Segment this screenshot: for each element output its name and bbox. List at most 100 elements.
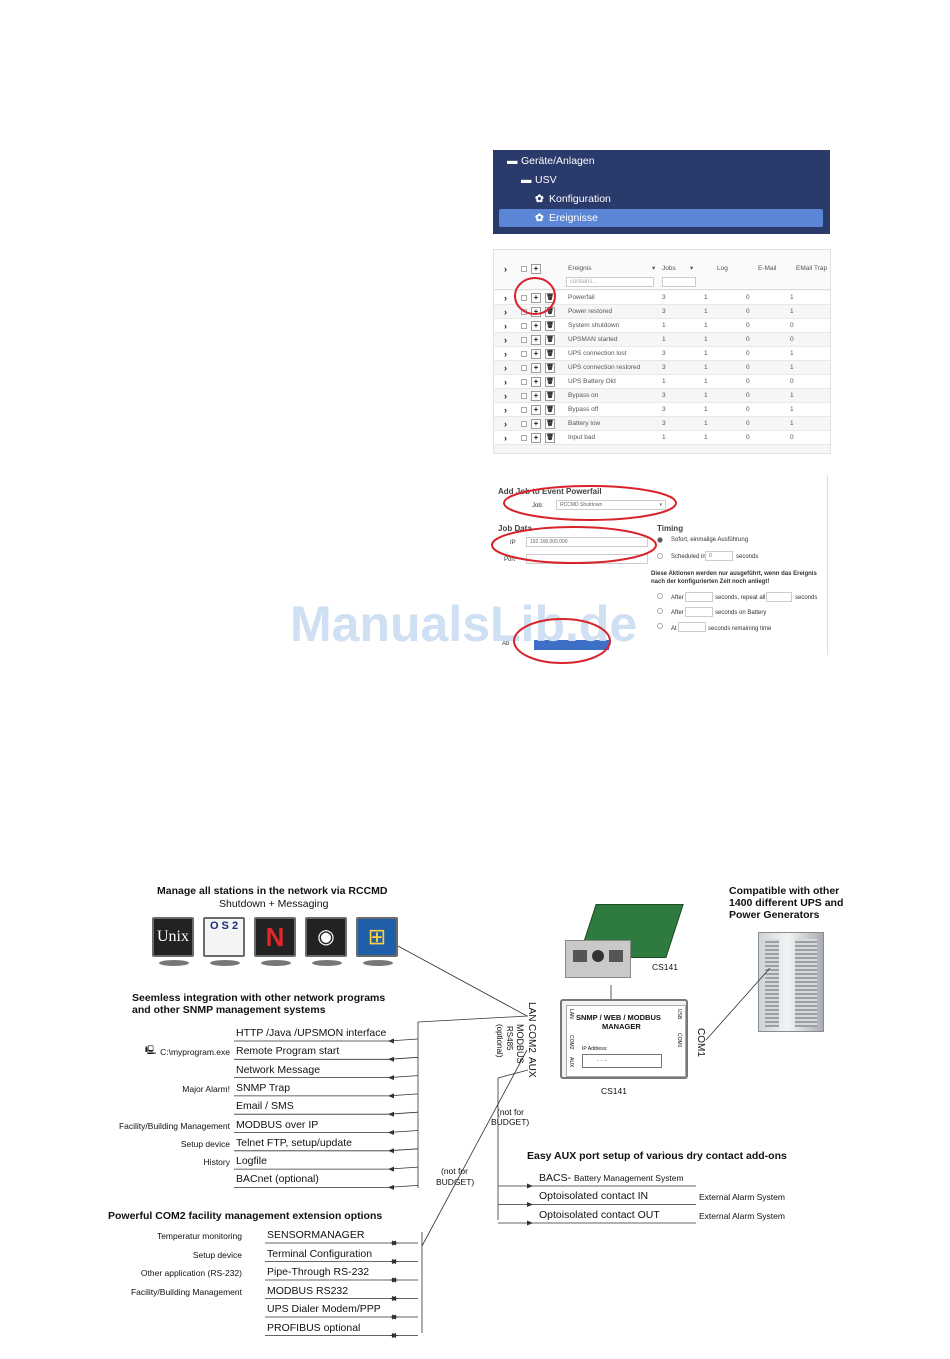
add-job-button[interactable]: + <box>531 307 541 317</box>
trash-icon[interactable]: 🗑 <box>545 405 555 415</box>
box-port-label: USB <box>676 1009 682 1020</box>
select-all-checkbox[interactable] <box>521 266 527 272</box>
row-checkbox[interactable] <box>521 393 527 399</box>
column-header-email[interactable]: E-Mail <box>758 265 777 272</box>
ip-input[interactable]: 192.168.000.000 <box>526 537 648 547</box>
trash-icon[interactable]: 🗑 <box>545 377 555 387</box>
add-job-button[interactable]: + <box>531 419 541 429</box>
column-header-jobs[interactable]: Jobs <box>662 265 676 272</box>
collapse-icon[interactable]: ▬ <box>521 174 532 186</box>
jobs-filter-input[interactable] <box>662 277 696 287</box>
timing-once-radio[interactable] <box>657 537 663 543</box>
battery-input[interactable] <box>685 607 713 617</box>
expand-row-icon[interactable]: › <box>504 391 507 401</box>
cancel-button[interactable]: Ab <box>502 641 510 647</box>
row-checkbox[interactable] <box>521 435 527 441</box>
integration-title: Seemless integration with other network … <box>132 992 386 1004</box>
save-button[interactable] <box>534 640 609 650</box>
expand-row-icon[interactable]: › <box>504 405 507 415</box>
expand-row-icon[interactable]: › <box>504 419 507 429</box>
sort-icon[interactable]: ▾ <box>690 265 694 272</box>
monitor-stand <box>312 960 342 966</box>
ereignis-filter-input[interactable]: contains... <box>566 277 654 287</box>
row-checkbox[interactable] <box>521 379 527 385</box>
row-checkbox[interactable] <box>521 351 527 357</box>
service-side-label: Major Alarm! <box>182 1083 230 1094</box>
not-for-budget: (not for <box>497 1107 524 1117</box>
row-checkbox[interactable] <box>521 337 527 343</box>
remaining-input[interactable] <box>678 622 706 632</box>
collapse-icon[interactable]: ▬ <box>507 155 518 167</box>
trash-icon[interactable]: 🗑 <box>545 419 555 429</box>
add-job-button[interactable]: + <box>531 377 541 387</box>
ip-label: IP <box>510 540 516 546</box>
sort-icon[interactable]: ▾ <box>652 265 656 272</box>
expand-row-icon[interactable]: › <box>504 335 507 345</box>
tree-item-konfiguration[interactable]: ✿ Konfiguration <box>535 190 611 208</box>
row-checkbox[interactable] <box>521 365 527 371</box>
at-remaining-radio[interactable] <box>657 623 663 629</box>
trash-icon[interactable]: 🗑 <box>545 335 555 345</box>
job-select[interactable]: RCCMD Shutdown ▾ <box>556 500 666 510</box>
trash-icon[interactable]: 🗑 <box>545 363 555 373</box>
row-checkbox[interactable] <box>521 421 527 427</box>
tree-item-label: Geräte/Anlagen <box>521 155 595 167</box>
tree-item-devices[interactable]: ▬ Geräte/Anlagen <box>507 152 595 170</box>
add-job-button[interactable]: + <box>531 335 541 345</box>
arrow-icon <box>527 1202 533 1207</box>
arrow-icon <box>388 1130 394 1135</box>
expand-row-icon[interactable]: › <box>504 363 507 373</box>
expand-row-icon[interactable]: › <box>504 433 507 443</box>
expand-all-icon[interactable]: › <box>504 264 507 274</box>
add-job-button[interactable]: + <box>531 433 541 443</box>
expand-row-icon[interactable]: › <box>504 321 507 331</box>
add-job-button[interactable]: + <box>531 349 541 359</box>
repeat-input[interactable] <box>766 592 792 602</box>
add-job-button[interactable]: + <box>531 405 541 415</box>
tree-item-ereignisse[interactable]: ✿ Ereignisse <box>499 209 823 227</box>
tree-item-usv[interactable]: ▬ USV <box>521 171 557 189</box>
trash-icon[interactable]: 🗑 <box>545 433 555 443</box>
after-input[interactable] <box>685 592 713 602</box>
row-checkbox[interactable] <box>521 407 527 413</box>
scheduled-radio[interactable] <box>657 553 663 559</box>
add-job-button[interactable]: + <box>531 321 541 331</box>
port-label: Port <box>504 557 516 563</box>
trash-icon[interactable]: 🗑 <box>545 321 555 331</box>
expand-row-icon[interactable]: › <box>504 307 507 317</box>
trash-icon[interactable]: 🗑 <box>545 391 555 401</box>
add-event-button[interactable]: + <box>531 264 541 274</box>
add-job-button[interactable]: + <box>531 363 541 373</box>
on-battery-label: seconds on Battery <box>715 610 767 616</box>
expand-row-icon[interactable]: › <box>504 377 507 387</box>
ups-cabinet-icon <box>758 932 824 1032</box>
expand-row-icon[interactable]: › <box>504 349 507 359</box>
row-checkbox[interactable] <box>521 295 527 301</box>
trash-icon[interactable]: 🗑 <box>545 349 555 359</box>
add-job-button[interactable]: + <box>531 391 541 401</box>
scheduled-input[interactable]: 0 <box>705 551 733 561</box>
column-header-ereignis[interactable]: Ereignis <box>568 265 592 272</box>
column-header-log[interactable]: Log <box>717 265 728 272</box>
add-job-button[interactable]: + <box>531 293 541 303</box>
column-header-emailtrap[interactable]: EMail Trap <box>796 265 828 272</box>
row-checkbox[interactable] <box>521 323 527 329</box>
after-repeat-radio[interactable] <box>657 593 663 599</box>
rccmd-connector <box>397 945 528 1017</box>
after-battery-radio[interactable] <box>657 608 663 614</box>
arrow-icon <box>388 1075 394 1081</box>
cell-log: 1 <box>704 308 708 315</box>
expand-row-icon[interactable]: › <box>504 293 507 303</box>
service-item: Email / SMS <box>236 1100 294 1113</box>
